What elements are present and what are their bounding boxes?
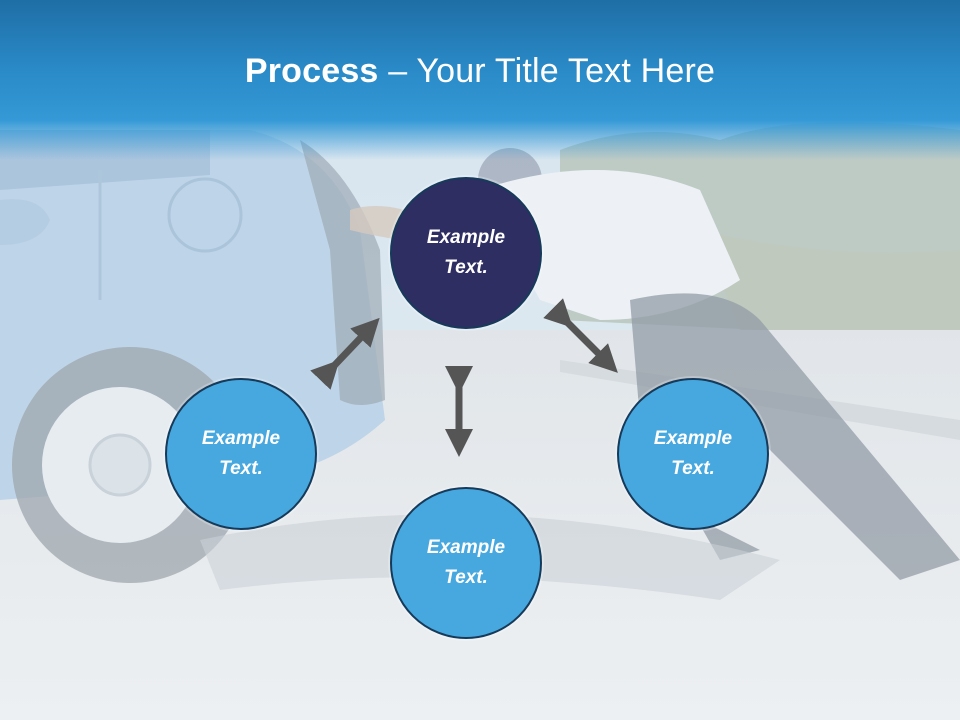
arrow-top-right: [543, 298, 618, 373]
slide-title: Process – Your Title Text Here: [0, 52, 960, 91]
node-top: Example Text.: [390, 177, 542, 329]
node-left-label: Example Text.: [201, 428, 281, 479]
node-bottom-label: Example Text.: [426, 537, 506, 588]
node-right: Example Text.: [617, 378, 769, 530]
node-right-label: Example Text.: [653, 428, 733, 479]
title-rest: – Your Title Text Here: [378, 52, 716, 90]
node-bottom: Example Text.: [390, 487, 542, 639]
node-top-label: Example Text.: [426, 227, 506, 278]
title-bar: [0, 0, 960, 160]
arrow-top-left: [310, 317, 380, 390]
title-bold: Process: [244, 52, 379, 90]
node-left: Example Text.: [165, 378, 317, 530]
